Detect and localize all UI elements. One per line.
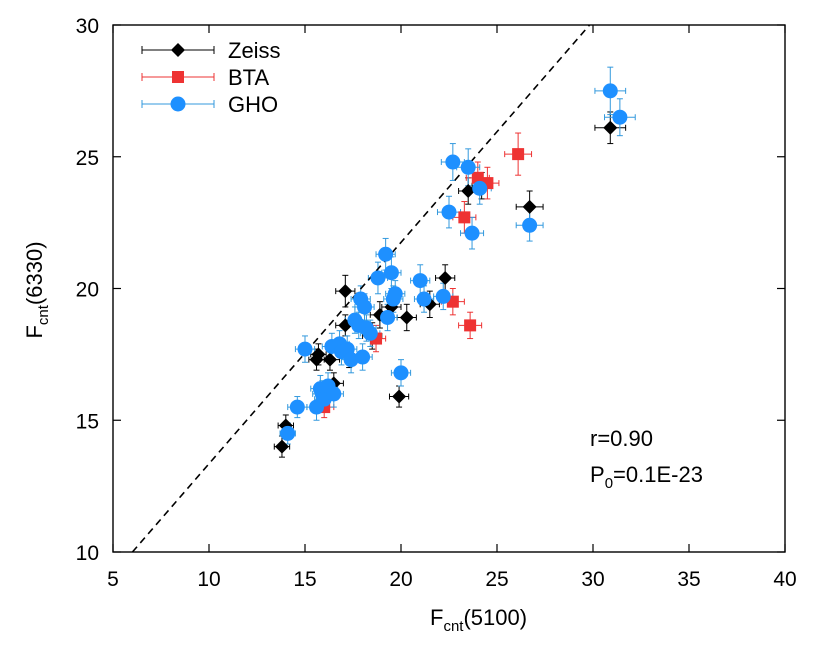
fit-line [131, 24, 591, 553]
gho-point-31 [441, 204, 457, 220]
gho-point-17 [355, 349, 371, 365]
gho-point-37 [602, 83, 618, 99]
data-markers [274, 83, 628, 454]
x-tick-label-3: 20 [389, 568, 412, 591]
correlation-annotation: r=0.90 [590, 426, 653, 451]
gho-point-21 [370, 270, 386, 286]
x-tick-label-2: 15 [293, 568, 316, 591]
axis-ticks: 5 10 15 20 25 30 35 40 10 15 20 25 30 [76, 15, 797, 591]
legend-zeiss-marker [171, 43, 185, 57]
y-tick-label-2: 20 [76, 279, 99, 302]
probability-rest: =0.1E-23 [613, 462, 703, 487]
x-axis-label-rest: (5100) [463, 605, 527, 630]
probability-sub: 0 [605, 475, 613, 492]
x-tick-label-5: 30 [581, 568, 604, 591]
gho-point-28 [412, 273, 428, 289]
gho-point-38 [612, 109, 628, 125]
bta-point-3 [458, 211, 471, 224]
gho-point-34 [464, 225, 480, 241]
bta-point-7 [512, 148, 525, 161]
x-tick-label-4: 25 [485, 568, 508, 591]
legend-zeiss-label: Zeiss [228, 38, 281, 63]
legend-bta-marker [172, 71, 184, 83]
zeiss-point-16 [461, 184, 476, 199]
gho-point-20 [362, 325, 378, 341]
zeiss-point-12 [392, 389, 407, 404]
y-tick-label-0: 10 [76, 542, 99, 565]
x-tick-label-7: 40 [773, 568, 796, 591]
zeiss-point-13 [399, 310, 414, 325]
x-tick-label-0: 5 [107, 568, 119, 591]
gho-point-36 [522, 217, 538, 233]
zeiss-point-3 [311, 347, 326, 362]
y-axis-label-rest: (6330) [22, 241, 47, 305]
gho-point-22 [378, 246, 394, 262]
y-tick-label-4: 30 [76, 15, 99, 38]
gho-point-23 [380, 309, 396, 325]
gho-point-13 [343, 352, 359, 368]
y-tick-label-3: 25 [76, 147, 99, 170]
zeiss-point-19 [603, 120, 618, 135]
zeiss-point-4 [322, 352, 337, 367]
zeiss-point-0 [274, 439, 289, 454]
y-axis-label: Fcnt(6330) [22, 241, 52, 338]
bta-point-5 [471, 171, 484, 184]
gho-point-2 [297, 341, 313, 357]
gho-point-0 [280, 425, 296, 441]
probability-annotation: P0=0.1E-23 [590, 462, 703, 492]
gho-point-9 [326, 386, 342, 402]
x-axis-label-main: F [430, 605, 443, 630]
y-tick-label-1: 15 [76, 410, 99, 433]
zeiss-point-15 [438, 270, 453, 285]
gho-point-29 [416, 291, 432, 307]
legend-gho-marker [170, 96, 186, 112]
gho-point-18 [357, 299, 373, 315]
bta-point-4 [464, 319, 477, 332]
gho-point-26 [387, 286, 403, 302]
y-axis-label-sub: cnt [35, 304, 52, 325]
gho-point-1 [289, 399, 305, 415]
gho-point-24 [383, 265, 399, 281]
x-tick-label-6: 35 [677, 568, 700, 591]
zeiss-point-6 [338, 284, 353, 299]
y-axis-label-main: F [22, 325, 47, 338]
gho-point-30 [435, 288, 451, 304]
gho-point-33 [460, 159, 476, 175]
x-tick-label-1: 10 [197, 568, 220, 591]
gho-point-35 [472, 180, 488, 196]
legend-bta-label: BTA [228, 65, 269, 90]
legend-gho-label: GHO [228, 92, 278, 117]
zeiss-point-18 [522, 199, 537, 214]
x-axis-label-sub: cnt [443, 618, 464, 635]
x-axis-label: Fcnt(5100) [430, 605, 527, 635]
probability-main: P [590, 462, 605, 487]
gho-point-27 [393, 365, 409, 381]
gho-point-32 [445, 154, 461, 170]
bta-errorbar-4 [458, 311, 483, 340]
